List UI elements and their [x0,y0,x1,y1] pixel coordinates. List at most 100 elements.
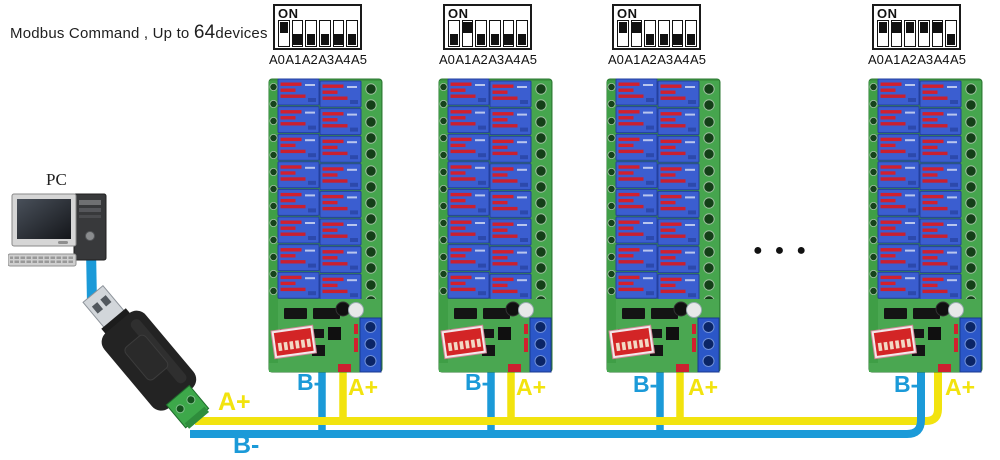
dip-switch-on[interactable] [918,20,930,47]
dip-switch-knob [279,21,289,33]
dip-switch-on[interactable] [890,20,903,47]
dip-switch-off[interactable] [475,20,488,47]
dip-pin-label: A1 [624,52,641,67]
dip-switch-box: ON [612,4,701,50]
dip-switch-box: ON [443,4,532,50]
dip-on-label: ON [877,6,898,21]
dip-pin-label: A2 [471,52,488,67]
dip-pin-label: A3 [917,52,934,67]
dip-switch-knob [892,21,901,33]
title-device-count: 64 [193,22,216,43]
b-minus-bus-wire [190,350,925,438]
dip-pin-label: A4 [933,52,950,67]
dip-switch-knob [320,34,330,46]
board1-a-plus-label: A+ [348,374,379,400]
dip-switch-on[interactable] [904,20,917,47]
pc-label: PC [46,170,67,189]
dip-pin-label: A1 [884,52,901,67]
dip-on-label: ON [448,6,469,21]
dip-switch-knob [878,21,888,33]
dip-pin-label: A0 [608,52,624,67]
board3-a-plus-label: A+ [688,374,719,400]
dip-switch-off[interactable] [945,20,958,47]
dip-pin-label: A5 [521,52,537,67]
relay-board-1 [268,78,383,373]
board4-a-plus-label: A+ [945,374,976,400]
pc-keyboard [8,253,77,267]
dip-pin-label: A3 [657,52,674,67]
dip-switch-knob [347,34,357,46]
dip-pin-label: A2 [900,52,917,67]
dip-switch-box: ON [273,4,362,50]
dip-switch-knob [659,34,669,46]
dip-switch-off[interactable] [502,20,515,47]
dip-pin-label: A4 [334,52,351,67]
dip-switch-knob [618,21,628,33]
dip-switch-on[interactable] [931,20,944,47]
board3-b-minus-label: B- [633,371,658,397]
dip-switch-knob [673,34,682,46]
dip-switch-knob [632,21,641,33]
dip-switch-on[interactable] [617,20,629,47]
dip-switch-knob [293,34,302,46]
dip-switch-on[interactable] [461,20,474,47]
relay-board-2 [438,78,553,373]
dip-pin-label: A5 [950,52,966,67]
dip-pin-label: A1 [285,52,302,67]
a-plus-bus-wire [195,350,942,425]
dip-switch-off[interactable] [319,20,331,47]
adapter-terminal-block [165,384,210,429]
board4-b-minus-label: B- [894,371,919,397]
dip-switch-knob [476,34,486,46]
dip-switch-on[interactable] [278,20,290,47]
dip-pin-label: A5 [690,52,706,67]
adapter-body [101,310,197,411]
dip-switch-off[interactable] [291,20,304,47]
dip-switch-off[interactable] [346,20,359,47]
dip-switch-off[interactable] [489,20,501,47]
dip-switch-row [277,20,359,47]
dip-pin-label: A3 [488,52,505,67]
dip-switch-off[interactable] [644,20,657,47]
usb-plug-icon [82,284,126,330]
dip-switch-off[interactable] [332,20,345,47]
dip-switch-off[interactable] [448,20,460,47]
relay-board-4 [868,78,983,373]
dip-pin-label: A5 [351,52,367,67]
board2-b-minus-label: B- [465,369,490,395]
dip-switch-knob [645,34,655,46]
dip-switch-knob [490,34,500,46]
board2-a-plus-label: A+ [516,374,547,400]
dip-switch-off[interactable] [305,20,318,47]
dip-pin-label: A4 [504,52,521,67]
dip-pin-label: A0 [269,52,285,67]
dip-switch-knob [306,34,316,46]
title-suffix: devices [215,25,268,42]
dip-switch-off[interactable] [671,20,684,47]
dip-pin-label: A4 [673,52,690,67]
dip-switch-on[interactable] [877,20,889,47]
dip-switch-knob [905,21,915,33]
dip-pin-label: A1 [455,52,472,67]
usb-rs485-adapter [82,284,210,429]
relay-board-3 [606,78,721,373]
dip-switch-off[interactable] [685,20,698,47]
dip-pin-label: A2 [301,52,318,67]
dip-switch-box: ON [872,4,961,50]
dip-switch-on[interactable] [630,20,643,47]
dip-switch-knob [504,34,513,46]
board1-b-minus-label: B- [297,369,322,395]
dip-switch-off[interactable] [516,20,529,47]
dip-switch-knob [517,34,527,46]
pc-computer [8,193,107,267]
more-devices-ellipsis: ●●● [753,242,818,259]
adapter-a-plus-label: A+ [218,388,251,416]
dip-switch-off[interactable] [658,20,670,47]
pc-tower [73,193,107,261]
